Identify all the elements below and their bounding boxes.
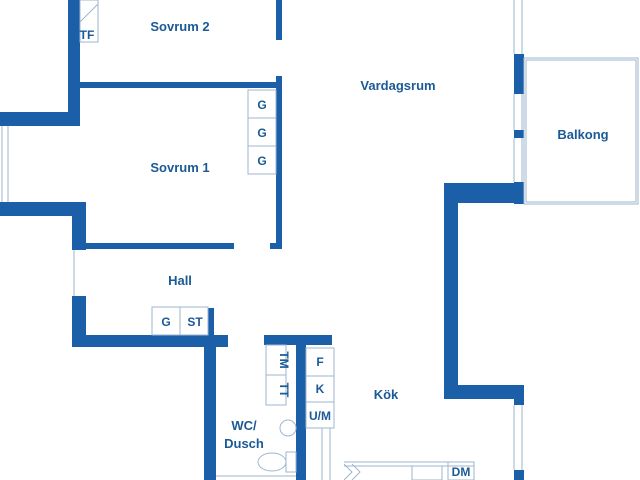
wall-sovrum2-right-top (276, 0, 282, 40)
room-label-balkong: Balkong (557, 127, 608, 142)
room-label-vardagsrum: Vardagsrum (360, 78, 435, 93)
wall-exterior-right-small (514, 130, 524, 138)
wall-exterior-right-low (514, 385, 524, 405)
wall-hall-left-lower (72, 296, 86, 346)
wall-wc-left (204, 335, 216, 480)
tf-diagonal (79, 3, 99, 23)
fixture-label-hall-g: G (161, 315, 170, 329)
toilet-bowl (257, 452, 287, 472)
fixture-label-g2: G (257, 126, 266, 140)
fixture-label-dm: DM (452, 465, 471, 479)
room-label-sovrum2: Sovrum 2 (150, 19, 209, 34)
room-label-kok: Kök (374, 387, 399, 402)
stove-box (411, 465, 443, 480)
balcony-outline-inner (525, 59, 637, 203)
fixture-label-k: K (316, 382, 325, 396)
wall-sovrum2-bottom (80, 82, 276, 88)
sink-symbol (343, 463, 353, 480)
fixture-label-tf: TF (80, 28, 95, 42)
fixture-label-hall-st: ST (187, 315, 203, 329)
room-label-hall: Hall (168, 273, 192, 288)
fixture-label-tm: TM (277, 351, 291, 368)
wall-sovrum1-bottom (86, 243, 234, 249)
room-label-wc-line2: Dusch (224, 436, 264, 451)
fixture-label-g1: G (257, 98, 266, 112)
sink-symbol-2 (351, 463, 361, 480)
fixture-label-tt: TT (277, 383, 291, 398)
wall-exterior-right-top (514, 54, 524, 94)
wall-sovrum1-right (276, 76, 282, 249)
walls (0, 0, 524, 480)
kitchen-um (305, 401, 335, 429)
fixture-label-um: U/M (309, 409, 331, 423)
tf-cabinet (79, 0, 99, 43)
wall-left-mid-vertical (72, 202, 86, 250)
fixture-label-f: F (316, 355, 323, 369)
wall-exterior-left-top (0, 112, 80, 126)
wall-left-upper-vertical (68, 0, 80, 124)
fixture-label-g3: G (257, 154, 266, 168)
wardrobe-g3 (247, 145, 277, 175)
wall-hall-bottom (72, 335, 228, 347)
hall-cabinet-st (179, 306, 209, 336)
washbasin (279, 419, 297, 437)
balcony-outline (523, 57, 639, 205)
wall-kitchen-left (444, 183, 458, 397)
room-label-wc-line1: WC/ (231, 418, 257, 433)
wall-wc-right (296, 335, 306, 480)
dishwasher-box (447, 461, 475, 480)
room-label-sovrum1: Sovrum 1 (150, 160, 209, 175)
wall-kitchen-top (444, 183, 522, 203)
wall-exterior-right-bottom (514, 470, 524, 480)
wall-hall-stub (208, 308, 214, 344)
laundry-tt (265, 374, 287, 406)
wall-exterior-left-bottom (0, 202, 84, 216)
wall-kitchen-bottom (444, 385, 524, 399)
